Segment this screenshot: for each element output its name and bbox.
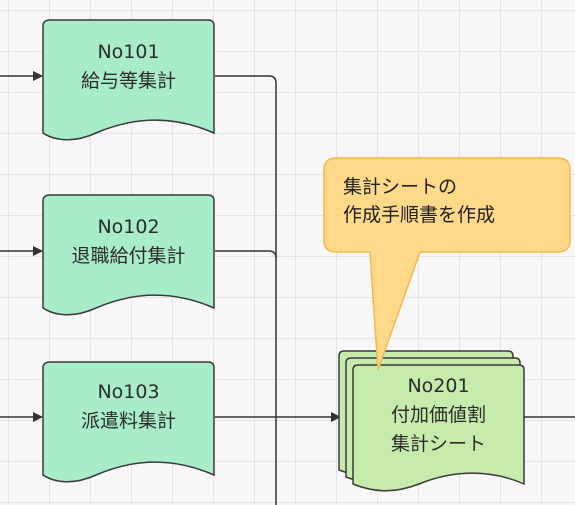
callout-line: 集計シートの xyxy=(343,176,458,198)
callout-bubble[interactable] xyxy=(323,157,571,371)
node-subtitle: 集計シート xyxy=(390,433,486,455)
node-title: 給与等集計 xyxy=(80,70,176,92)
connector-no102-to-bus xyxy=(215,250,277,259)
node-title: 付加価値割 xyxy=(390,404,486,426)
node-label-no102: No102 退職給付集計 xyxy=(43,213,214,271)
node-label-no201: No201 付加価値割 集計シート xyxy=(353,372,524,459)
node-id: No102 xyxy=(97,216,160,238)
document-shape-no103[interactable] xyxy=(42,361,215,483)
connectors xyxy=(0,71,575,505)
node-id: No103 xyxy=(97,381,160,403)
node-title: 派遣料集計 xyxy=(80,410,176,432)
node-label-no101: No101 給与等集計 xyxy=(43,38,214,96)
node-title: 退職給付集計 xyxy=(71,245,186,267)
connector-no101-to-bus xyxy=(215,75,277,505)
callout-text: 集計シートの 作成手順書を作成 xyxy=(343,173,563,229)
document-shape-no101[interactable] xyxy=(42,19,215,141)
node-id: No101 xyxy=(97,41,160,63)
node-id: No201 xyxy=(407,375,470,397)
node-label-no103: No103 派遣料集計 xyxy=(43,378,214,436)
multidocument-shape-no201[interactable] xyxy=(338,350,525,492)
document-shape-no102[interactable] xyxy=(42,194,215,316)
callout-line: 作成手順書を作成 xyxy=(343,204,496,226)
